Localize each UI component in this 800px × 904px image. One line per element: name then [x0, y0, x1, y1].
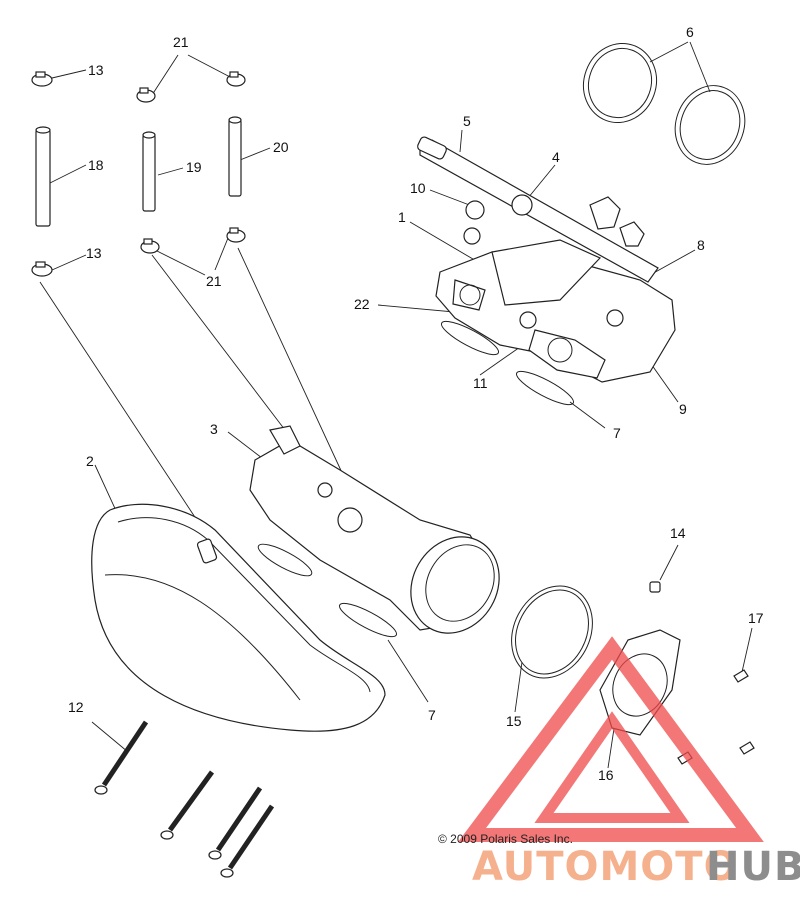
- bolt-4: [220, 804, 275, 878]
- callout-19: 19: [186, 159, 202, 175]
- clamp-13-top: [31, 71, 53, 87]
- callout-21-bottom: 21: [206, 273, 222, 289]
- watermark-word-hub: HUB: [706, 844, 800, 890]
- callout-13-top: 13: [88, 62, 104, 78]
- callout-20: 20: [273, 139, 289, 155]
- long-bolts-12: [94, 720, 275, 878]
- copyright-text: © 2009 Polaris Sales Inc.: [438, 832, 573, 846]
- callout-22: 22: [354, 296, 370, 312]
- hose-clamps: [31, 71, 246, 277]
- callout-7-top: 7: [613, 425, 621, 441]
- callout-8: 8: [697, 237, 705, 253]
- callout-18: 18: [88, 157, 104, 173]
- intake-manifold-3: [249, 425, 500, 634]
- callout-2: 2: [86, 453, 94, 469]
- watermark-logo: [458, 636, 764, 842]
- plenum-2: [91, 503, 386, 732]
- callout-13-bottom: 13: [86, 245, 102, 261]
- hoses: [35, 116, 242, 227]
- callout-labels: 13 21 6 18 19 20 5 4 10 1 8 13 21 22 11 …: [68, 24, 764, 783]
- callout-16: 16: [598, 767, 614, 783]
- callout-15: 15: [506, 713, 522, 729]
- clamp-21-c: [140, 238, 160, 254]
- callout-14: 14: [670, 525, 686, 541]
- callout-17: 17: [748, 610, 764, 626]
- callout-4: 4: [552, 149, 560, 165]
- screw-14: [649, 581, 661, 593]
- o-rings-6: [583, 42, 746, 165]
- bolt-3: [208, 786, 263, 860]
- screw-17-a: [733, 669, 749, 683]
- clamp-13-bottom: [31, 261, 53, 277]
- watermark-word-automoto: AUTOMOTO: [472, 844, 739, 890]
- callout-7-bottom: 7: [428, 707, 436, 723]
- watermark-text: AUTOMOTO HUB: [472, 844, 800, 890]
- callout-6: 6: [686, 24, 694, 40]
- gaskets-7: [257, 320, 575, 638]
- clamp-21-d: [226, 227, 246, 243]
- throttle-body-1: [435, 200, 676, 383]
- callout-5: 5: [463, 113, 471, 129]
- screw-17-b: [739, 741, 755, 755]
- callout-9: 9: [679, 401, 687, 417]
- o-ring-15: [511, 585, 593, 679]
- callout-21-top: 21: [173, 34, 189, 50]
- callout-11: 11: [473, 375, 488, 391]
- fuel-rail: [417, 136, 659, 283]
- bolt-1: [94, 720, 149, 795]
- callout-3: 3: [210, 421, 218, 437]
- clamp-21-a: [136, 87, 156, 103]
- hose-19: [142, 131, 156, 212]
- hose-18: [35, 126, 51, 227]
- bolt-2: [160, 770, 215, 840]
- callout-10: 10: [410, 180, 426, 196]
- hose-20: [228, 116, 242, 197]
- clamp-21-b: [226, 71, 246, 87]
- callout-1: 1: [398, 209, 406, 225]
- callout-12: 12: [68, 699, 84, 715]
